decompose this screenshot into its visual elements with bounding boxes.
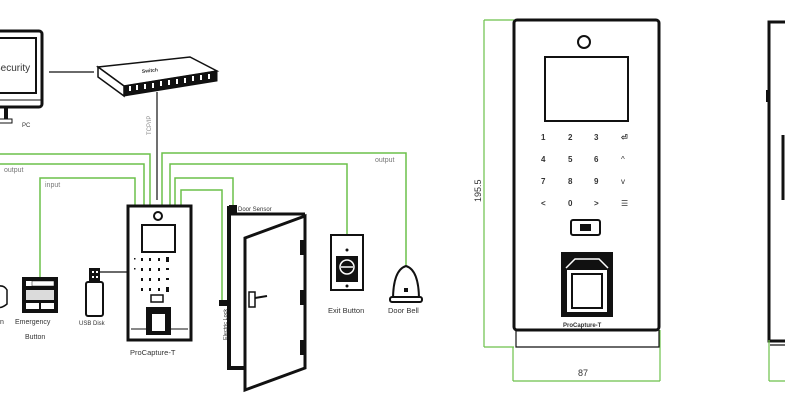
fingerprint-sensor xyxy=(561,252,613,317)
side-view-body xyxy=(767,20,785,343)
wire-exit-button xyxy=(169,163,348,235)
wiring-lines xyxy=(0,152,407,300)
side-button xyxy=(766,90,770,102)
dimension-lines xyxy=(483,19,661,382)
wire-output-left xyxy=(0,153,151,206)
side-view xyxy=(766,20,785,382)
height-dimension-label: 195.5 xyxy=(473,179,483,202)
keypad: 1 2 3 ⏎ 4 5 6 ^ 7 8 9 v < 0 > ☰ xyxy=(541,133,628,208)
pc-icon: Security PC xyxy=(0,29,44,129)
alarm-label: n xyxy=(0,319,4,326)
tcpip-label: TCP/IP xyxy=(147,116,153,135)
procapture-device-icon: ProCapture-T xyxy=(126,204,193,357)
key-up: ^ xyxy=(621,155,625,164)
door-bell-icon: Door Bell xyxy=(388,264,423,315)
door-bell-label: Door Bell xyxy=(388,306,419,315)
output-label-right: output xyxy=(375,157,395,164)
wire-door-sensor xyxy=(174,177,234,206)
key-8: 8 xyxy=(568,177,573,186)
key-6: 6 xyxy=(594,155,599,164)
key-0: 0 xyxy=(568,199,573,208)
wire-left-2 xyxy=(0,163,145,206)
key-enter: ⏎ xyxy=(620,133,628,142)
width-dimension-label: 87 xyxy=(578,368,588,378)
wiring-diagram: Security PC Switch TCP/IP xyxy=(0,29,423,393)
usb-disk-label: USB Disk xyxy=(79,321,106,327)
key-5: 5 xyxy=(568,155,573,164)
wire-input-emergency xyxy=(39,177,136,277)
usb-disk-icon: USB Disk xyxy=(79,268,106,327)
camera-icon xyxy=(577,35,591,49)
front-view: 195.5 87 1 2 3 ⏎ 4 5 6 ^ 7 8 9 v < 0 > ☰ xyxy=(473,18,661,382)
key-3: 3 xyxy=(594,133,599,142)
emergency-button-icon: Emergency Button xyxy=(15,277,58,341)
wire-output-doorbell xyxy=(161,152,407,265)
key-left: < xyxy=(541,199,546,208)
device-label: ProCapture-T xyxy=(130,348,176,357)
bell-key-icon xyxy=(580,224,591,231)
device-base xyxy=(515,330,660,348)
input-label-left: input xyxy=(45,182,60,189)
key-down: v xyxy=(621,177,625,186)
wire-electric-lock xyxy=(180,189,223,300)
switch-label: Switch xyxy=(142,67,159,75)
key-7: 7 xyxy=(541,177,546,186)
device-screen xyxy=(544,56,629,122)
pc-label: PC xyxy=(22,123,31,129)
key-9: 9 xyxy=(594,177,599,186)
brand-label: ProCapture-T xyxy=(563,323,602,329)
exit-button-icon: Exit Button xyxy=(328,234,364,315)
output-label-left: output xyxy=(4,167,24,174)
exit-button-label: Exit Button xyxy=(328,306,364,315)
door-sensor-label: Door Sensor xyxy=(238,207,272,213)
key-1: 1 xyxy=(541,133,546,142)
key-2: 2 xyxy=(568,133,573,142)
door-icon: Door Sensor Electric Lock xyxy=(219,205,307,393)
side-dimension-lines xyxy=(768,340,785,382)
key-4: 4 xyxy=(541,155,546,164)
key-right: > xyxy=(594,199,599,208)
switch-icon: Switch xyxy=(95,56,220,98)
emergency-button-label-line2: Button xyxy=(25,334,45,341)
electric-lock-label: Electric Lock xyxy=(223,309,229,340)
key-menu: ☰ xyxy=(621,199,628,208)
emergency-button-label-line1: Emergency xyxy=(15,319,51,326)
alarm-icon: n xyxy=(0,285,8,326)
pc-screen-text: Security xyxy=(0,63,30,74)
